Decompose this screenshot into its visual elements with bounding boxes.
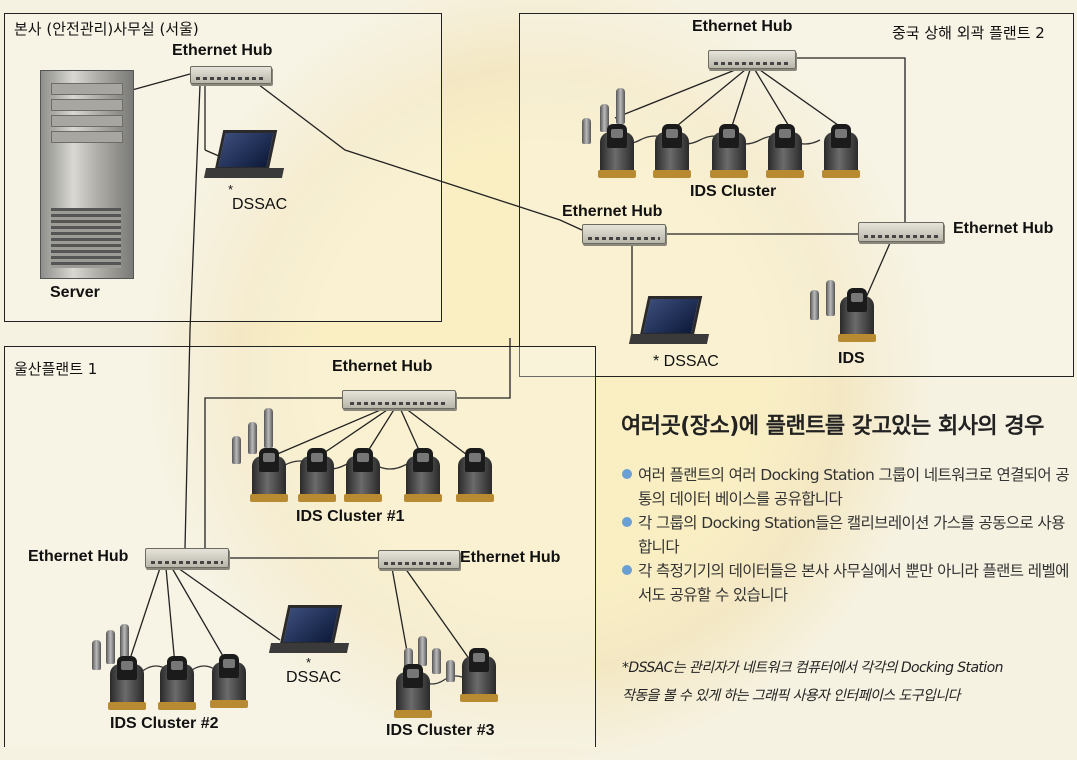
docking-station-icon <box>460 648 498 702</box>
section-heading: 여러곳(장소)에 플랜트를 갖고있는 회사의 경우 <box>621 414 1044 439</box>
dssac-ulsan-label: DSSAC <box>286 669 342 686</box>
bullet-list: 여러 플랜트의 여러 Docking Station 그룹이 네트워크로 연결되… <box>622 463 1072 607</box>
ethernet-hub-hq-icon <box>190 66 272 84</box>
dssac-footnote-line1: *DSSAC는 관리자가 네트워크 컴퓨터에서 각각의 Docking Stat… <box>622 660 1003 676</box>
china-plant-region <box>519 13 1074 377</box>
gas-cylinder-icon <box>826 280 835 316</box>
docking-station-icon <box>710 124 748 178</box>
gas-cylinder-icon <box>232 436 241 464</box>
gas-cylinder-icon <box>600 104 609 132</box>
docking-station-icon <box>250 448 288 502</box>
dssac-hq-label: DSSAC <box>232 196 288 213</box>
ethernet-hub-china-top-icon <box>708 50 796 69</box>
ethernet-hub-ulsan-top-icon <box>342 390 456 409</box>
docking-station-icon <box>838 288 876 342</box>
dssac-hq-star: * <box>228 182 234 197</box>
docking-station-icon <box>653 124 691 178</box>
gas-cylinder-icon <box>404 648 413 674</box>
gas-cylinder-icon <box>432 648 441 674</box>
dssac-footnote-line2: 작동을 볼 수 있게 하는 그래픽 사용자 인터페이스 도구입니다 <box>622 688 960 704</box>
china-plant-title: 중국 상해 외곽 플랜트 2 <box>892 24 1045 42</box>
hub-hq-label: Ethernet Hub <box>172 42 273 59</box>
ids-cluster-2-label: IDS Cluster #2 <box>110 715 219 732</box>
server-label: Server <box>50 284 100 301</box>
hub-ulsan-left-label: Ethernet Hub <box>28 548 129 565</box>
docking-station-icon <box>404 448 442 502</box>
ethernet-hub-china-mid-icon <box>582 224 666 244</box>
bullet-dot-icon <box>622 469 632 479</box>
ids-cluster-label: IDS Cluster <box>690 183 777 200</box>
bullet-item: 각 측정기기의 데이터들은 본사 사무실에서 뿐만 아니라 플랜트 레벨에서도 … <box>622 559 1072 607</box>
gas-cylinder-icon <box>248 422 257 454</box>
gas-cylinder-icon <box>446 660 455 682</box>
docking-station-icon <box>822 124 860 178</box>
docking-station-icon <box>598 124 636 178</box>
gas-cylinder-icon <box>418 636 427 666</box>
hub-china-right-label: Ethernet Hub <box>953 220 1054 237</box>
docking-station-icon <box>344 448 382 502</box>
dssac-china-label: * DSSAC <box>653 353 719 370</box>
bullet-item: 각 그룹의 Docking Station들은 캘리브레이션 가스를 공동으로 … <box>622 511 1072 559</box>
ulsan-plant-region <box>4 346 596 747</box>
gas-cylinder-icon <box>106 630 115 664</box>
dssac-laptop-ulsan-icon <box>268 605 350 655</box>
server-icon <box>40 70 134 279</box>
docking-station-icon <box>210 654 248 708</box>
watermark-seal <box>150 0 930 760</box>
bullet-dot-icon <box>622 517 632 527</box>
hub-ulsan-top-label: Ethernet Hub <box>332 358 433 375</box>
gas-cylinder-icon <box>616 88 625 124</box>
ethernet-hub-china-right-icon <box>858 222 944 242</box>
ids-label: IDS <box>838 350 865 367</box>
gas-cylinder-icon <box>120 624 129 662</box>
docking-station-icon <box>158 656 196 710</box>
dssac-ulsan-star: * <box>306 655 312 670</box>
bullet-dot-icon <box>622 565 632 575</box>
ids-cluster-1-label: IDS Cluster #1 <box>296 508 405 525</box>
ethernet-hub-ulsan-left-icon <box>145 548 229 568</box>
ulsan-plant-title: 울산플랜트 1 <box>14 360 98 378</box>
gas-cylinder-icon <box>810 290 819 320</box>
docking-station-icon <box>298 448 336 502</box>
ethernet-hub-ulsan-right-icon <box>378 550 460 569</box>
hub-china-mid-label: Ethernet Hub <box>562 203 663 220</box>
hub-china-top-label: Ethernet Hub <box>692 18 793 35</box>
docking-station-icon <box>766 124 804 178</box>
docking-station-icon <box>394 664 432 718</box>
gas-cylinder-icon <box>92 640 101 670</box>
ids-cluster-3-label: IDS Cluster #3 <box>386 722 495 739</box>
dssac-laptop-china-icon <box>628 296 710 346</box>
docking-station-icon <box>108 656 146 710</box>
hq-office-title: 본사 (안전관리)사무실 (서울) <box>14 20 199 38</box>
dssac-laptop-hq-icon <box>203 130 285 180</box>
docking-station-icon <box>456 448 494 502</box>
hub-ulsan-right-label: Ethernet Hub <box>460 549 561 566</box>
gas-cylinder-icon <box>582 118 591 144</box>
bullet-item: 여러 플랜트의 여러 Docking Station 그룹이 네트워크로 연결되… <box>622 463 1072 511</box>
gas-cylinder-icon <box>264 408 273 448</box>
